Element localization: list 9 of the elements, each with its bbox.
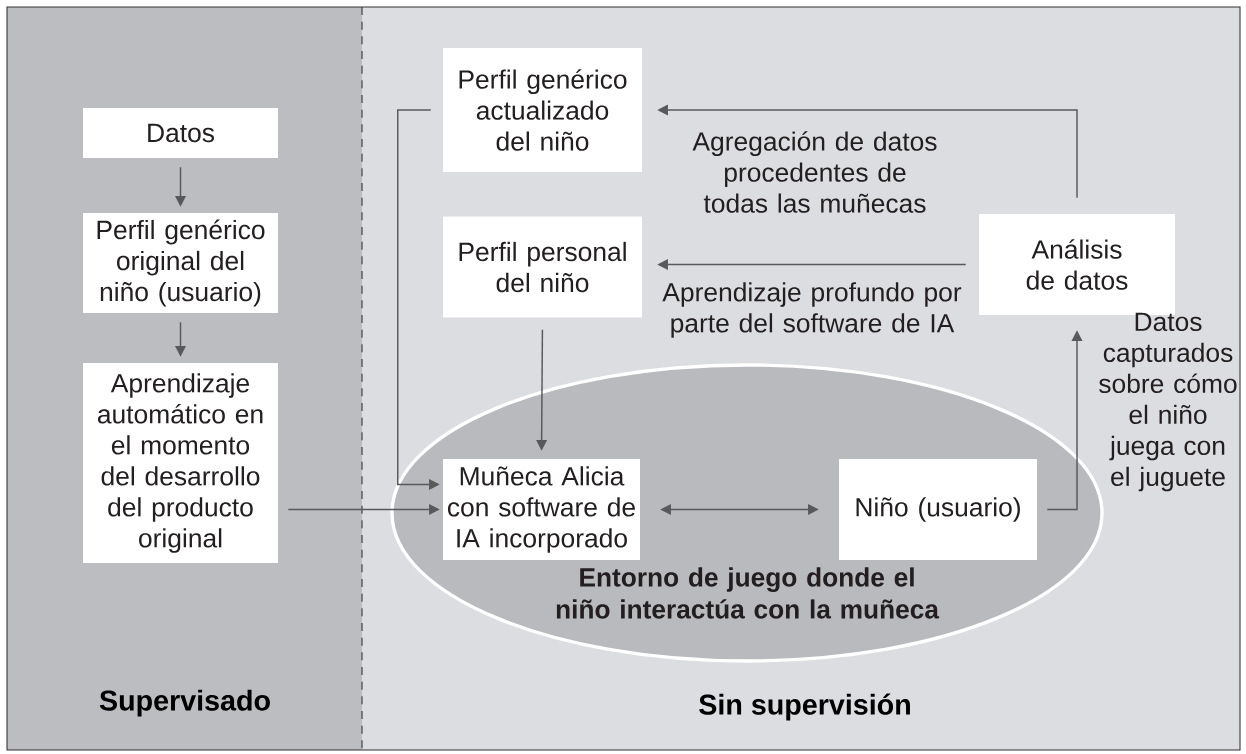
process-box: Aprendizaje automático en el momento del desarrollo del producto original	[83, 363, 278, 563]
process-box: Perfil personal del niño	[443, 216, 642, 318]
process-box: Perfil genérico actualizado del niño	[443, 48, 642, 172]
edge-label: Agregación de datos procedentes de todas las muñecas	[692, 131, 937, 213]
process-box: Muñeca Alicia con software de IA incorporado	[443, 459, 640, 560]
process-box: Perfil genérico original del niño (usuario)	[83, 213, 278, 313]
edge-label: Aprendizaje profundo por parte del software de IA	[662, 282, 962, 338]
process-box: Niño (usuario)	[839, 459, 1037, 560]
process-box: Datos	[83, 108, 278, 158]
